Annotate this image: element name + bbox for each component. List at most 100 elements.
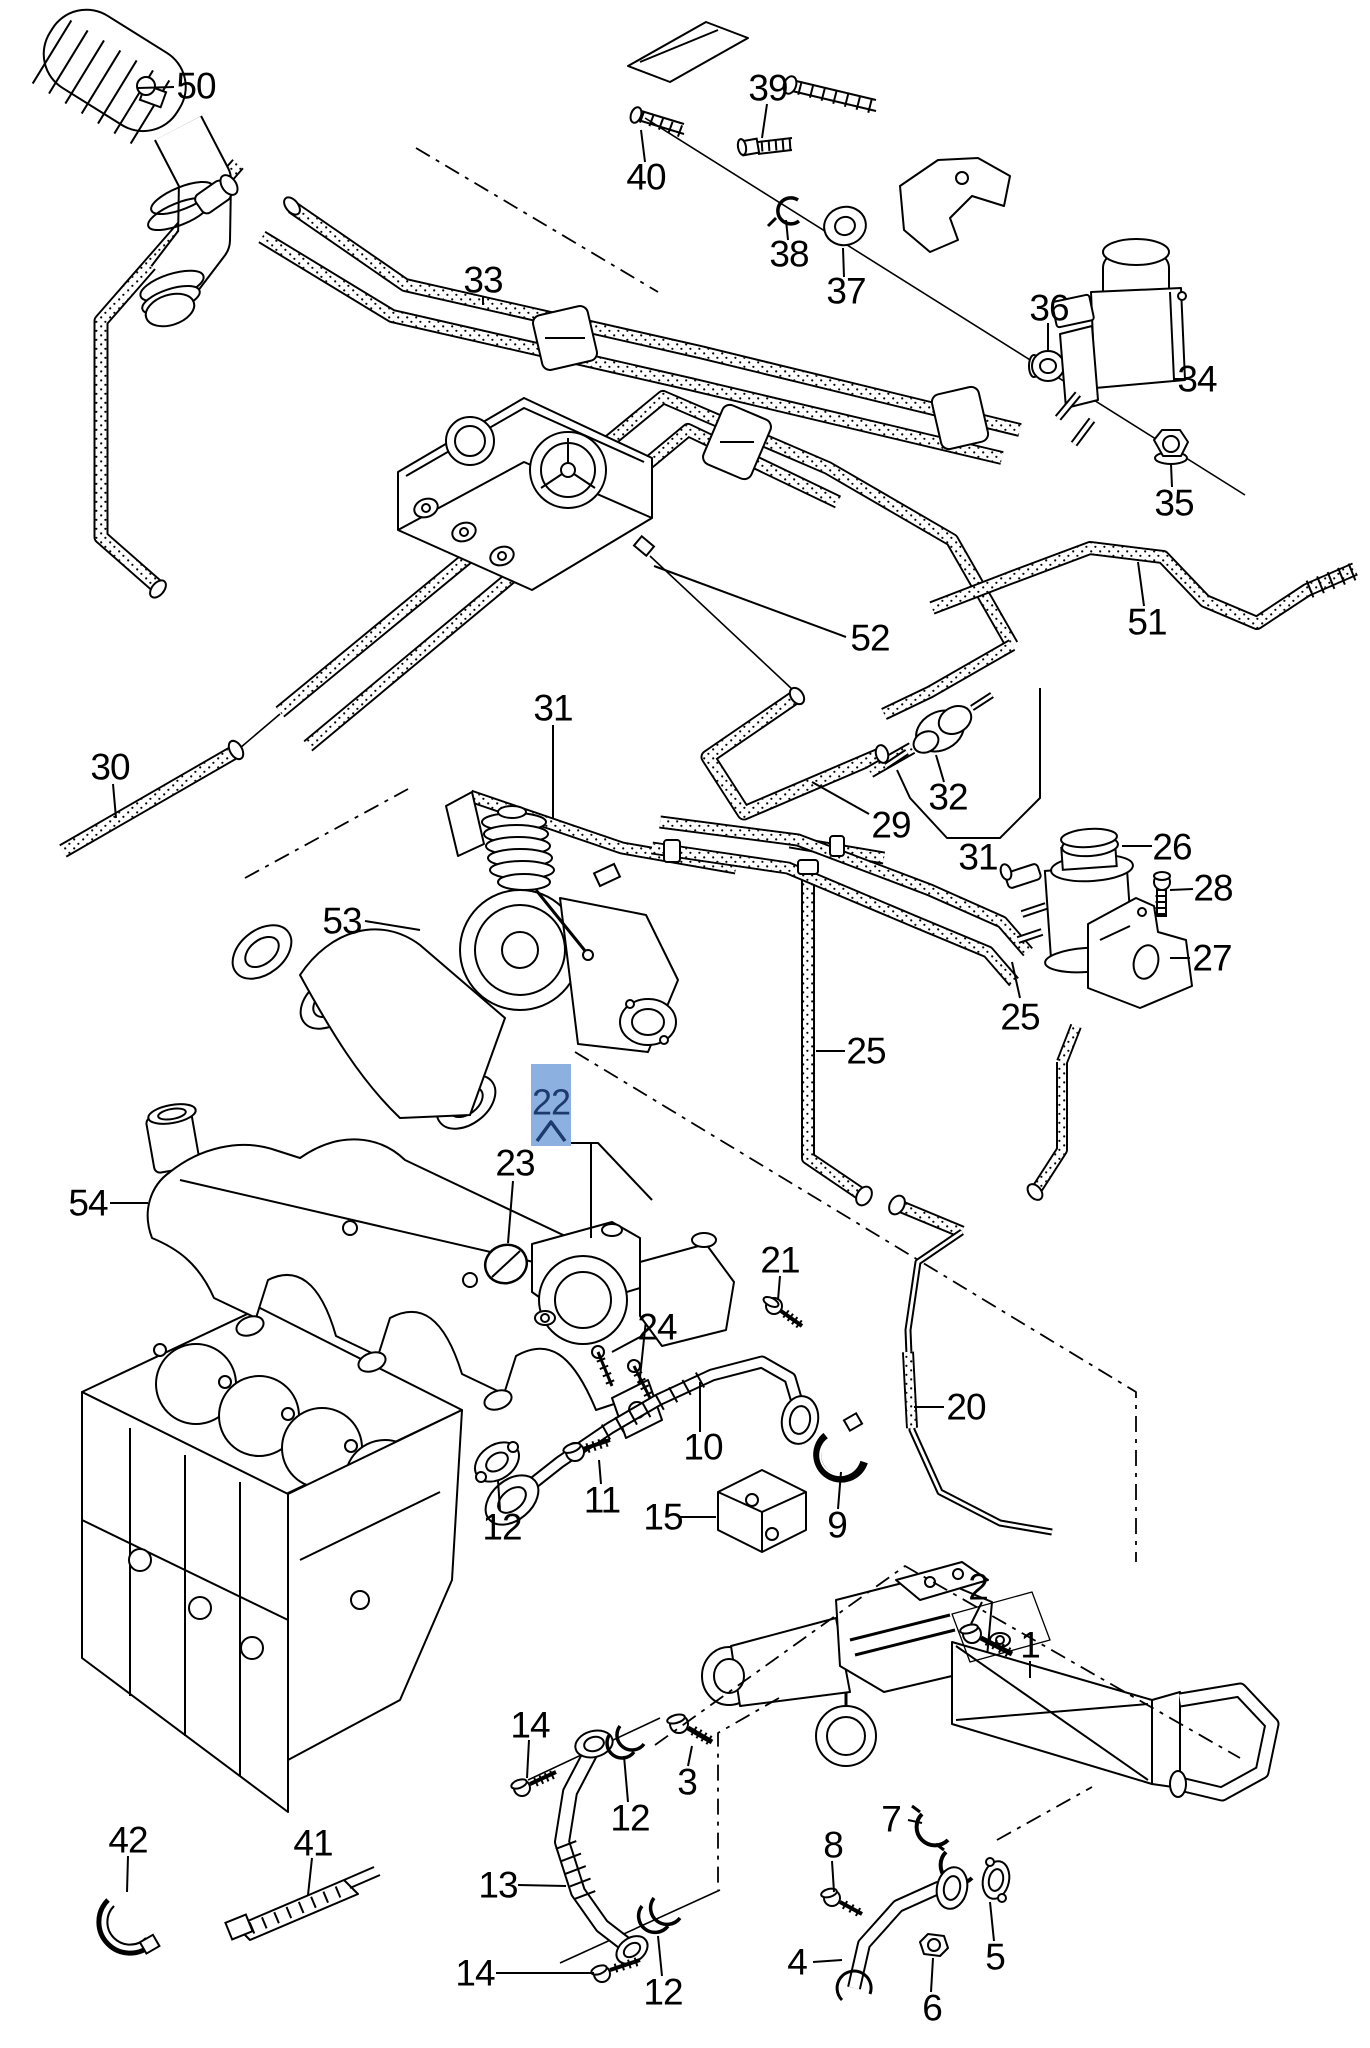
callout-6[interactable]: 6: [922, 1957, 943, 2029]
callout-number-33[interactable]: 33: [463, 260, 503, 301]
callout-number-36[interactable]: 36: [1029, 288, 1069, 329]
callout-number-12B[interactable]: 12: [610, 1798, 650, 1839]
bolt-3: [666, 1713, 714, 1745]
callout-28[interactable]: 28: [1169, 868, 1234, 909]
callout-number-54[interactable]: 54: [68, 1183, 109, 1224]
callout-35[interactable]: 35: [1154, 463, 1195, 524]
vacuum-hose: [659, 815, 1033, 957]
callout-22[interactable]: 22: [531, 1064, 653, 1238]
callout-34[interactable]: 34: [1174, 359, 1218, 400]
callout-number-53[interactable]: 53: [322, 901, 362, 942]
callout-51[interactable]: 51: [1127, 561, 1168, 643]
callout-23[interactable]: 23: [495, 1143, 536, 1244]
callout-number-37[interactable]: 37: [826, 271, 866, 312]
callout-15[interactable]: 15: [643, 1497, 716, 1538]
callout-31L[interactable]: 31: [533, 688, 574, 819]
callout-21[interactable]: 21: [760, 1240, 801, 1301]
callout-number-31R[interactable]: 31: [958, 837, 998, 878]
callout-25A[interactable]: 25: [816, 1031, 887, 1072]
callout-33[interactable]: 33: [463, 260, 504, 306]
callout-20[interactable]: 20: [914, 1387, 987, 1428]
callout-number-20[interactable]: 20: [946, 1387, 987, 1428]
callout-number-3[interactable]: 3: [677, 1762, 698, 1803]
callout-number-52[interactable]: 52: [850, 618, 890, 659]
callout-number-9[interactable]: 9: [827, 1505, 848, 1546]
callout-12C[interactable]: 12: [643, 1935, 684, 2013]
callout-1[interactable]: 1: [1020, 1625, 1041, 1679]
callout-25B[interactable]: 25: [1000, 961, 1041, 1038]
highlight-box[interactable]: [531, 1064, 571, 1146]
callout-number-25A[interactable]: 25: [846, 1031, 887, 1072]
callout-53[interactable]: 53: [322, 901, 421, 942]
callout-36[interactable]: 36: [1029, 288, 1070, 353]
callout-number-2[interactable]: 2: [968, 1567, 989, 1608]
callout-41[interactable]: 41: [293, 1823, 334, 1896]
callout-number-23[interactable]: 23: [495, 1143, 535, 1184]
callout-number-1[interactable]: 1: [1020, 1625, 1041, 1666]
callout-54[interactable]: 54: [68, 1183, 148, 1224]
callout-number-10[interactable]: 10: [683, 1427, 724, 1468]
callout-number-15[interactable]: 15: [643, 1497, 684, 1538]
callout-32[interactable]: 32: [928, 754, 969, 818]
callout-number-39[interactable]: 39: [748, 68, 788, 109]
callout-number-28[interactable]: 28: [1193, 868, 1233, 909]
callout-13[interactable]: 13: [478, 1865, 567, 1906]
callout-10[interactable]: 10: [683, 1382, 724, 1468]
callout-number-8[interactable]: 8: [823, 1825, 844, 1866]
callout-50[interactable]: 50: [137, 66, 217, 107]
callout-number-12C[interactable]: 12: [643, 1972, 683, 2013]
callout-26[interactable]: 26: [1122, 827, 1193, 868]
callout-42[interactable]: 42: [108, 1820, 149, 1893]
callout-number-29[interactable]: 29: [871, 805, 911, 846]
callout-number-32[interactable]: 32: [928, 777, 968, 818]
callout-38[interactable]: 38: [769, 219, 810, 275]
callout-24[interactable]: 24: [611, 1307, 678, 1353]
callout-30[interactable]: 30: [90, 747, 131, 819]
callout-40[interactable]: 40: [626, 129, 667, 198]
callout-2[interactable]: 2: [968, 1567, 989, 1625]
callout-3[interactable]: 3: [677, 1745, 698, 1803]
callout-number-35[interactable]: 35: [1154, 483, 1195, 524]
callout-11[interactable]: 11: [584, 1459, 621, 1521]
callout-7[interactable]: 7: [881, 1799, 923, 1840]
callout-number-6[interactable]: 6: [922, 1988, 943, 2029]
callout-number-13[interactable]: 13: [478, 1865, 518, 1906]
callout-number-51[interactable]: 51: [1127, 602, 1167, 643]
callout-27[interactable]: 27: [1170, 938, 1233, 979]
bracket-40: [627, 21, 877, 137]
callout-number-40[interactable]: 40: [626, 157, 667, 198]
callout-14A[interactable]: 14: [510, 1705, 551, 1779]
callout-number-30[interactable]: 30: [90, 747, 131, 788]
callout-number-21[interactable]: 21: [760, 1240, 800, 1281]
callout-number-41[interactable]: 41: [293, 1823, 333, 1864]
callout-number-26[interactable]: 26: [1152, 827, 1192, 868]
callout-number-7[interactable]: 7: [881, 1799, 902, 1840]
callout-number-34[interactable]: 34: [1177, 359, 1218, 400]
callout-8[interactable]: 8: [823, 1825, 844, 1893]
callout-number-11[interactable]: 11: [584, 1480, 621, 1521]
callout-14B[interactable]: 14: [455, 1953, 594, 1994]
callout-52[interactable]: 52: [653, 565, 891, 659]
callout-number-27[interactable]: 27: [1192, 938, 1232, 979]
callout-29[interactable]: 29: [811, 781, 912, 846]
callout-31R[interactable]: 31: [896, 688, 1041, 878]
callout-number-14B[interactable]: 14: [455, 1953, 496, 1994]
callout-12A[interactable]: 12: [482, 1479, 523, 1548]
callout-9[interactable]: 9: [827, 1471, 848, 1546]
callout-number-50[interactable]: 50: [176, 66, 217, 107]
callout-5[interactable]: 5: [985, 1901, 1006, 1978]
callout-number-22[interactable]: 22: [532, 1082, 571, 1123]
callout-number-12A[interactable]: 12: [482, 1507, 522, 1548]
callout-number-31L[interactable]: 31: [533, 688, 573, 729]
callout-4[interactable]: 4: [787, 1942, 843, 1983]
callout-number-38[interactable]: 38: [769, 234, 809, 275]
callout-number-24[interactable]: 24: [637, 1307, 678, 1348]
callout-number-5[interactable]: 5: [985, 1937, 1006, 1978]
callout-number-42[interactable]: 42: [108, 1820, 148, 1861]
callout-39[interactable]: 39: [748, 68, 789, 139]
callout-12B[interactable]: 12: [610, 1755, 651, 1839]
callout-number-25B[interactable]: 25: [1000, 997, 1041, 1038]
callout-number-14A[interactable]: 14: [510, 1705, 551, 1746]
callout-37[interactable]: 37: [826, 247, 867, 312]
callout-number-4[interactable]: 4: [787, 1942, 808, 1983]
